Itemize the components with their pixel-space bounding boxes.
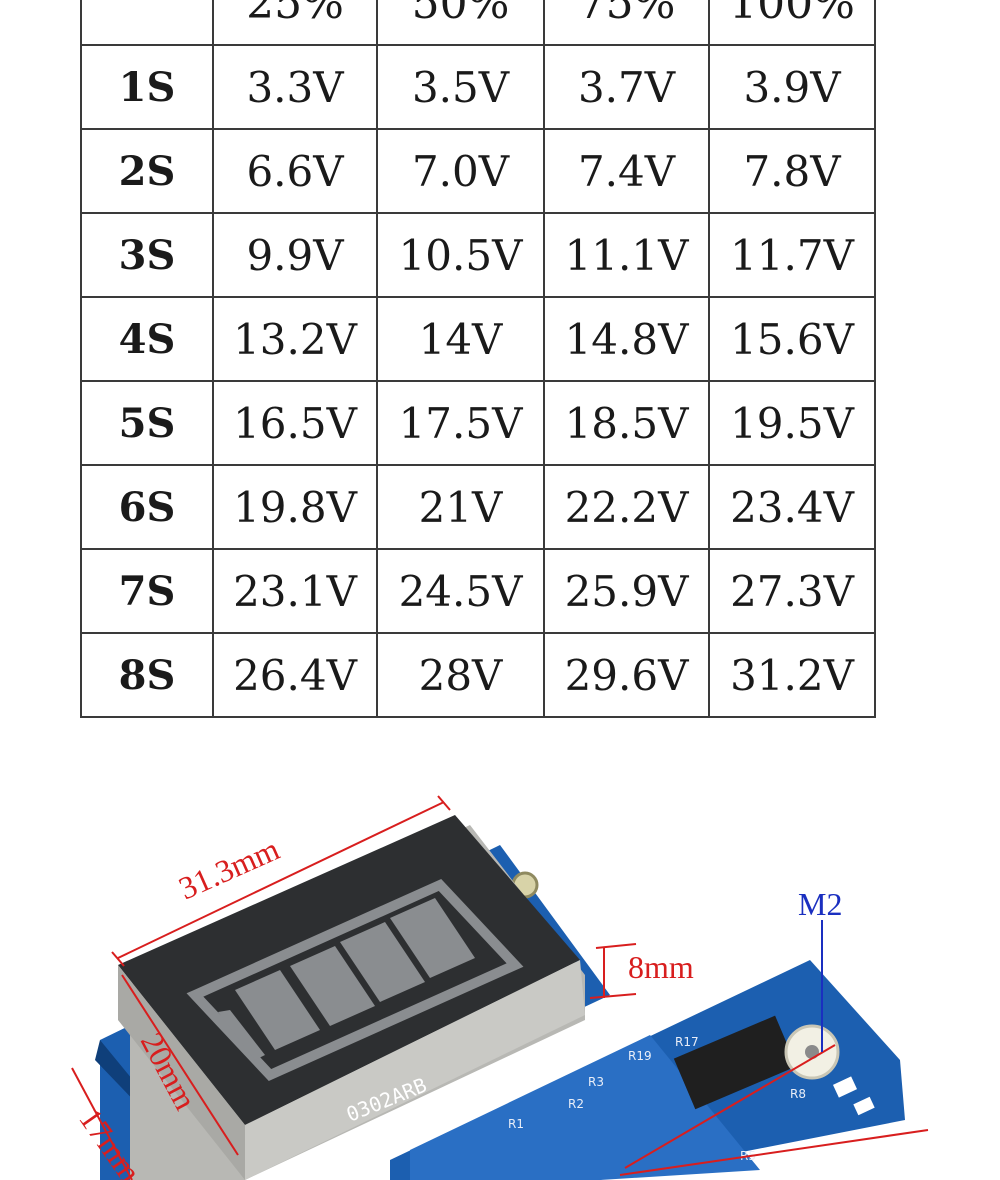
cell-value: 28V (376, 632, 545, 718)
cell-value: 16.5V (212, 380, 378, 466)
battery-bar (235, 970, 320, 1050)
cell-value: 7.4V (543, 128, 710, 214)
cell-value: 14V (376, 296, 545, 382)
battery-bar (390, 898, 475, 978)
display-body: 0302ARB (118, 815, 585, 1180)
table-header-row: 25% 50% 75% 100% (80, 0, 876, 46)
row-label: 4S (80, 296, 214, 382)
cell-value: 6.6V (212, 128, 378, 214)
table-row: 3S 9.9V 10.5V 11.1V 11.7V (80, 212, 876, 298)
cell-value: 24.5V (376, 548, 545, 634)
cell-value: 26.4V (212, 632, 378, 718)
table-row: 6S 19.8V 21V 22.2V 23.4V (80, 464, 876, 550)
row-label: 8S (80, 632, 214, 718)
dimension-lines (71, 795, 929, 1180)
dimension-height: 8mm (628, 949, 694, 985)
pcb-label: R3 (588, 1075, 604, 1089)
cell-value: 29.6V (543, 632, 710, 718)
dimension-length: 31.3mm (173, 830, 284, 906)
cell-value: 7.0V (376, 128, 545, 214)
row-label: 5S (80, 380, 214, 466)
cell-value: 9.9V (212, 212, 378, 298)
cell-value: 3.9V (708, 44, 876, 130)
row-label: 6S (80, 464, 214, 550)
voltage-table: 25% 50% 75% 100% 1S 3.3V 3.5V 3.7V 3.9V … (80, 0, 876, 718)
table-row: 8S 26.4V 28V 29.6V 31.2V (80, 632, 876, 718)
row-label: 7S (80, 548, 214, 634)
table-row: 1S 3.3V 3.5V 3.7V 3.9V (80, 44, 876, 130)
row-label: 1S (80, 44, 214, 130)
cell-value: 18.5V (543, 380, 710, 466)
cell-value: 25.9V (543, 548, 710, 634)
pcb-label: R19 (628, 1049, 652, 1063)
battery-bar (340, 922, 425, 1002)
header-50: 50% (376, 0, 545, 46)
cell-value: 23.1V (212, 548, 378, 634)
right-pcb: R1 R2 R3 R5 R8 R17 R19 (390, 960, 905, 1180)
cell-value: 11.7V (708, 212, 876, 298)
cell-value: 10.5V (376, 212, 545, 298)
cell-value: 3.5V (376, 44, 545, 130)
pcb-label: R17 (675, 1035, 699, 1049)
header-corner (80, 0, 214, 46)
cell-value: 3.3V (212, 44, 378, 130)
table-row: 5S 16.5V 17.5V 18.5V 19.5V (80, 380, 876, 466)
cell-value: 13.2V (212, 296, 378, 382)
module-photo: 0302ARB R1 R2 R3 R5 R8 R17 R19 31.3mm 8m… (71, 795, 929, 1180)
cell-value: 19.8V (212, 464, 378, 550)
cell-value: 22.2V (543, 464, 710, 550)
table-row: 4S 13.2V 14V 14.8V 15.6V (80, 296, 876, 382)
pcb-label: R2 (568, 1097, 584, 1111)
cell-value: 14.8V (543, 296, 710, 382)
cell-value: 7.8V (708, 128, 876, 214)
cell-value: 11.1V (543, 212, 710, 298)
row-label: 2S (80, 128, 214, 214)
cell-value: 3.7V (543, 44, 710, 130)
pcb-label: R1 (508, 1117, 524, 1131)
cell-value: 23.4V (708, 464, 876, 550)
header-100: 100% (708, 0, 876, 46)
header-75: 75% (543, 0, 710, 46)
header-25: 25% (212, 0, 378, 46)
table-row: 7S 23.1V 24.5V 25.9V 27.3V (80, 548, 876, 634)
hole-label: M2 (798, 886, 842, 922)
cell-value: 21V (376, 464, 545, 550)
pcb-label: R8 (790, 1087, 806, 1101)
cell-value: 19.5V (708, 380, 876, 466)
cell-value: 31.2V (708, 632, 876, 718)
cell-value: 27.3V (708, 548, 876, 634)
cell-value: 17.5V (376, 380, 545, 466)
battery-bar (290, 946, 375, 1026)
table-row: 2S 6.6V 7.0V 7.4V 7.8V (80, 128, 876, 214)
row-label: 3S (80, 212, 214, 298)
cell-value: 15.6V (708, 296, 876, 382)
